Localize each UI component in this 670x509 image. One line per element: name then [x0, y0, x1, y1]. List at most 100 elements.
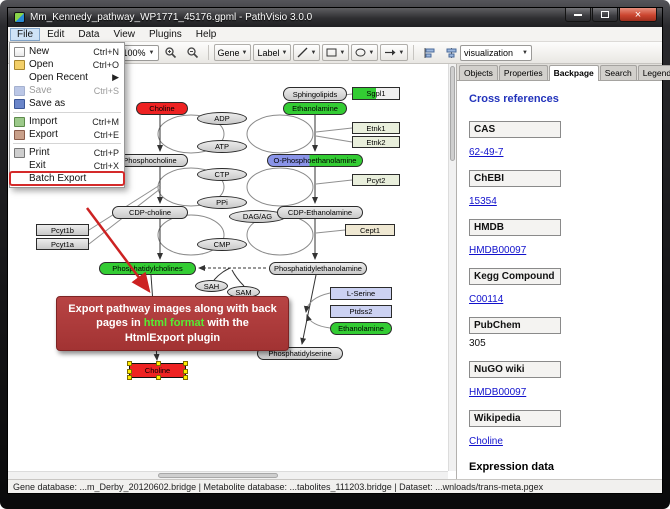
minimize-button[interactable]: [565, 8, 591, 22]
minimize-icon: [574, 13, 582, 16]
pathway-node-etnk1[interactable]: Etnk1: [352, 122, 400, 134]
pathway-node-phosphatidylcholines[interactable]: Phosphatidylcholines: [99, 262, 196, 275]
pathway-node-phosphocholine[interactable]: Phosphocholine: [112, 154, 188, 167]
menu-item-label: Save: [29, 85, 52, 96]
reference-link[interactable]: 15354: [469, 196, 497, 207]
menu-edit[interactable]: Edit: [47, 28, 65, 40]
tab-backpage[interactable]: Backpage: [548, 65, 599, 81]
pathway-node-o-phosphoethanolamine[interactable]: O-Phosphoethanolamine: [267, 154, 363, 167]
pathway-node-ethanolamine[interactable]: Ethanolamine: [330, 322, 392, 335]
chevron-down-icon: ▼: [339, 49, 346, 56]
pathway-node-sphingolipids[interactable]: Sphingolipids: [283, 87, 347, 101]
rectangle-tool-button[interactable]: ▼: [322, 44, 350, 61]
reference-source: PubChem: [469, 317, 561, 334]
line-tool-button[interactable]: ▼: [293, 44, 321, 61]
tab-search[interactable]: Search: [599, 65, 637, 80]
menu-help[interactable]: Help: [195, 28, 217, 40]
pathway-node-ctp[interactable]: CTP: [197, 168, 247, 181]
visualization-combobox[interactable]: visualization ▼: [460, 45, 532, 61]
file-menu-item-save-as[interactable]: Save as: [10, 97, 124, 110]
reference-link[interactable]: HMDB00097: [469, 387, 527, 398]
align-center-icon: [446, 47, 457, 58]
canvas-horizontal-scrollbar[interactable]: [8, 471, 448, 479]
pathway-node-cdp-ethanolamine[interactable]: CDP-Ethanolamine: [277, 206, 363, 219]
pathway-node-atp[interactable]: ATP: [197, 140, 247, 153]
scrollbar-thumb[interactable]: [158, 473, 278, 478]
gene-tool-button[interactable]: Gene ▼: [213, 44, 252, 61]
zoom-combobox[interactable]: 100% ▼: [118, 44, 159, 61]
chevron-down-icon: ▼: [241, 49, 248, 56]
label-tool-button[interactable]: Label ▼: [253, 44, 292, 61]
menu-file[interactable]: File: [10, 27, 41, 41]
zoom-in-button[interactable]: [161, 44, 181, 62]
pathway-node-l-serine[interactable]: L-Serine: [330, 287, 392, 300]
zoom-out-button[interactable]: [183, 44, 203, 62]
pathway-node-adp[interactable]: ADP: [197, 112, 247, 125]
pathway-node-choline[interactable]: Choline: [136, 102, 188, 115]
pathway-node-pcyt2[interactable]: Pcyt2: [352, 174, 400, 186]
pathway-node-pcyt1a[interactable]: Pcyt1a: [36, 238, 89, 250]
oval-tool-button[interactable]: ▼: [351, 44, 379, 61]
selection-handle[interactable]: [127, 368, 132, 374]
menu-view[interactable]: View: [113, 28, 135, 40]
arrow-tool-button[interactable]: ▼: [380, 44, 409, 61]
pathway-node-phosphatidylethanolamine[interactable]: Phosphatidylethanolamine: [269, 262, 367, 275]
reference-link[interactable]: C00114: [469, 294, 504, 305]
file-menu-item-open-recent[interactable]: Open Recent▶: [10, 71, 124, 84]
menu-plugins[interactable]: Plugins: [148, 28, 182, 40]
reference-link[interactable]: 62-49-7: [469, 147, 504, 158]
pathway-node-sam[interactable]: SAM: [227, 286, 260, 298]
menu-item-label: Print: [29, 147, 50, 158]
align-left-button[interactable]: [419, 44, 439, 62]
pathway-node-ptdss2[interactable]: Ptdss2: [330, 305, 392, 318]
selection-handle[interactable]: [183, 368, 188, 374]
pathway-node-phosphatidylserine[interactable]: Phosphatidylserine: [257, 347, 343, 360]
chevron-down-icon: ▼: [148, 49, 155, 56]
pathway-node-pcyt1b[interactable]: Pcyt1b: [36, 224, 89, 236]
pathway-node-etnk2[interactable]: Etnk2: [352, 136, 400, 148]
pathway-node-ppi[interactable]: PPi: [197, 196, 247, 209]
selection-handle[interactable]: [155, 375, 161, 380]
canvas-vertical-scrollbar[interactable]: [448, 64, 456, 471]
maximize-button[interactable]: [592, 8, 618, 22]
pathway-node-ethanolamine[interactable]: Ethanolamine: [283, 102, 347, 115]
close-button[interactable]: ×: [619, 8, 657, 22]
scrollbar-thumb[interactable]: [450, 66, 455, 161]
pathway-node-cept1[interactable]: Cept1: [345, 224, 395, 236]
reference-link[interactable]: HMDB00097: [469, 245, 527, 256]
selection-handle[interactable]: [183, 375, 188, 380]
pathway-node-sgpl1[interactable]: Sgpl1: [352, 87, 400, 100]
pathway-node-sah[interactable]: SAH: [195, 280, 228, 292]
pathway-node-cmp[interactable]: CMP: [197, 238, 247, 251]
titlebar[interactable]: Mm_Kennedy_pathway_WP1771_45176.gpml - P…: [8, 8, 662, 27]
selection-handle[interactable]: [127, 361, 132, 366]
tab-properties[interactable]: Properties: [498, 65, 548, 80]
pathway-node-cdp-choline[interactable]: CDP-choline: [112, 206, 188, 219]
align-center-button[interactable]: [441, 44, 461, 62]
new-file-icon: [14, 46, 25, 57]
file-menu-item-batch-export[interactable]: Batch Export: [9, 171, 125, 186]
selection-handle[interactable]: [155, 361, 161, 366]
reference-link[interactable]: Choline: [469, 436, 503, 447]
pathway-node-choline[interactable]: Choline: [127, 361, 188, 380]
save-as-icon: [14, 98, 25, 109]
selection-handle[interactable]: [183, 361, 188, 366]
menu-data[interactable]: Data: [78, 28, 100, 40]
zoom-in-icon: [165, 47, 177, 59]
tab-legend[interactable]: Legend: [637, 65, 670, 80]
selection-handle[interactable]: [127, 375, 132, 380]
tab-objects[interactable]: Objects: [459, 65, 498, 80]
